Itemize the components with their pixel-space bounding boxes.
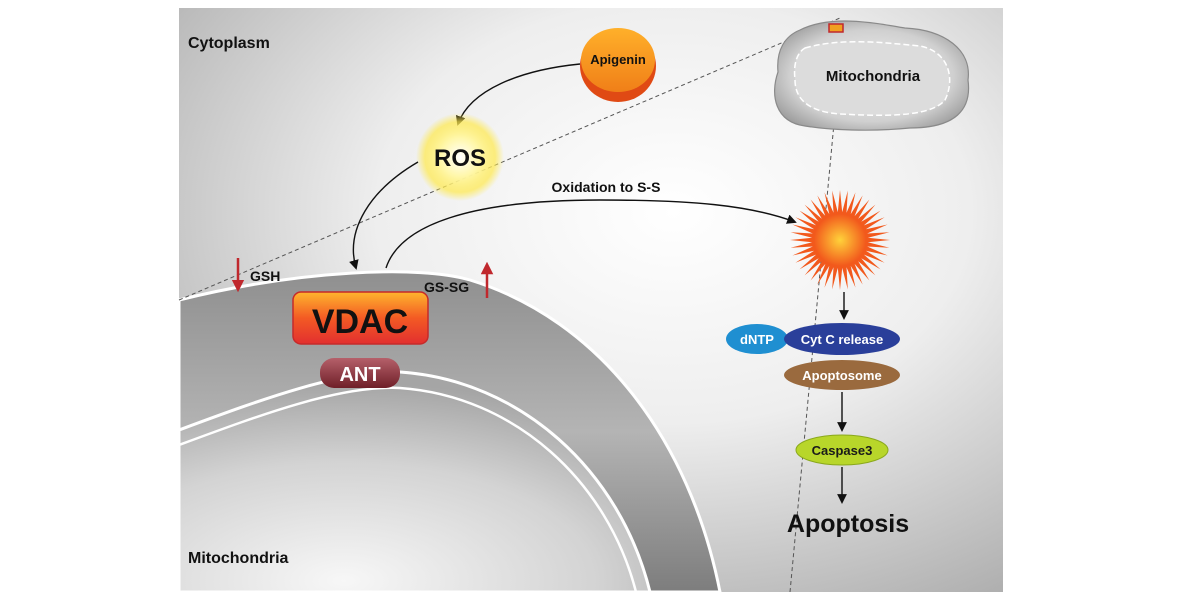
cytoplasm-label: Cytoplasm: [188, 35, 270, 52]
vdac-channel: VDAC: [292, 291, 429, 345]
vdac-label: VDAC: [312, 303, 408, 341]
cytc-release-burst: [790, 190, 890, 290]
inner-membrane-line: [178, 386, 638, 593]
mitochondria-inset-label: Mitochondria: [826, 68, 921, 85]
inset-highlight-marker: [828, 23, 844, 33]
arrow-ros-to-vdac: [349, 161, 419, 270]
burst-core: [814, 214, 866, 266]
caspase3-label: Caspase3: [812, 443, 873, 458]
zoom-line-bottom: [789, 37, 843, 593]
inner-membrane: [177, 370, 652, 594]
mitochondria-label: Mitochondria: [188, 550, 289, 567]
apigenin-label: Apigenin: [590, 52, 646, 67]
dntp-label: dNTP: [740, 332, 774, 347]
ros-node: ROS: [416, 113, 504, 201]
apigenin-node: Apigenin: [580, 28, 656, 102]
mitochondria-inset: Mitochondria: [774, 20, 970, 131]
arrow-apigenin-to-ros: [455, 63, 581, 126]
ant-label: ANT: [339, 364, 380, 386]
zoom-line-top: [178, 17, 841, 301]
apoptosome-node: Apoptosome: [784, 360, 900, 390]
gsh-label: GSH: [250, 268, 280, 284]
cytc-label: Cyt C release: [801, 332, 883, 347]
cytc-node: Cyt C release: [784, 323, 900, 355]
gssg-label: GS-SG: [424, 279, 469, 295]
ros-label: ROS: [434, 145, 486, 172]
oxidation-label: Oxidation to S-S: [552, 179, 661, 195]
apoptosome-label: Apoptosome: [802, 368, 881, 383]
apoptosis-label: Apoptosis: [787, 510, 909, 538]
arrow-oxidation: [385, 199, 797, 269]
dntp-node: dNTP: [726, 324, 788, 354]
ant-protein: ANT: [320, 358, 400, 388]
caspase3-node: Caspase3: [795, 434, 889, 466]
